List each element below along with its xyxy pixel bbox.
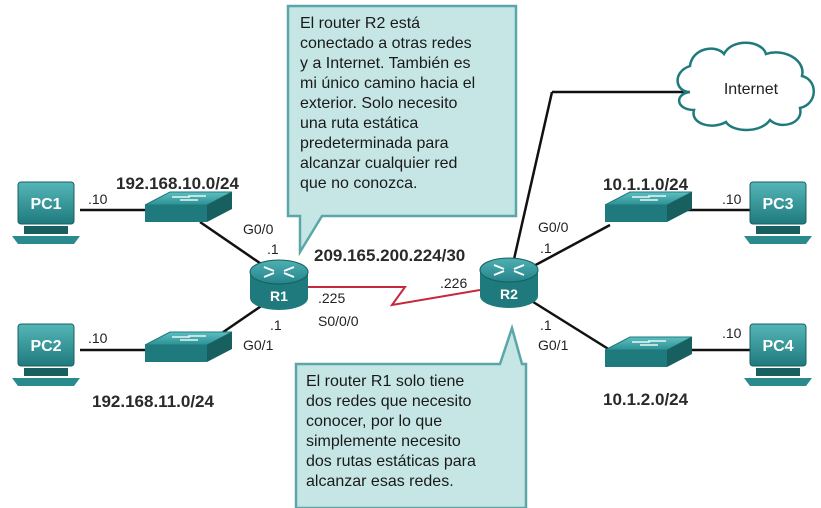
pc1-icon [12,181,80,244]
r1-s000-ip-label: .225 [318,290,346,306]
router-r1-label: R1 [270,288,288,304]
pc4-ip-label: .10 [722,325,742,341]
network-label-192-168-11: 192.168.11.0/24 [92,392,214,411]
callout-bottom-box [294,323,528,508]
internet-cloud-icon [676,41,815,132]
r1-g01-label: G0/1 [243,337,274,353]
pc3-icon [744,181,812,244]
switch2-icon [144,331,233,362]
r2-g01-ip-label: .1 [540,317,552,333]
pc1-label: PC1 [30,196,61,213]
r2-serial-ip-label: .226 [440,275,468,291]
pc2-icon [12,323,80,386]
link-r2-switch3 [529,223,611,270]
router-r2-icon [479,257,539,308]
network-label-10-1-2: 10.1.2.0/24 [603,390,689,409]
r1-g00-ip-label: .1 [267,241,279,257]
r1-g01-ip-label: .1 [270,317,282,333]
pc3-ip-label: .10 [722,191,742,207]
callout-bottom-text: El router R1 solo tiene dos redes que ne… [306,373,476,490]
switch4-icon [604,336,693,367]
router-r1-icon [249,259,309,310]
r1-s000-label: S0/0/0 [318,313,359,329]
network-label-wan: 209.165.200.224/30 [314,246,466,265]
pc1-ip-label: .10 [88,191,108,207]
serial-link-r1-r2 [300,286,481,307]
callout-top-text: El router R2 está conectado a otras rede… [300,15,476,192]
callout-top-box [286,4,518,257]
r2-g00-label: G0/0 [538,219,569,235]
pc2-label: PC2 [30,338,61,355]
pc3-label: PC3 [762,196,793,213]
pc4-label: PC4 [762,338,793,355]
cloud-label: Internet [724,81,779,98]
switch3-icon [604,191,693,222]
link-switch1-r1 [199,220,271,272]
pc4-icon [744,323,812,386]
r2-g01-label: G0/1 [538,337,569,353]
pc2-ip-label: .10 [88,330,108,346]
links [80,90,750,352]
network-label-192-168-10: 192.168.10.0/24 [116,174,239,193]
link-r2-switch4 [529,298,611,352]
link-r2-internet [510,91,554,269]
network-label-10-1-1: 10.1.1.0/24 [603,175,689,194]
r2-g00-ip-label: .1 [540,240,552,256]
r1-g00-label: G0/0 [243,221,274,237]
switch1-icon [144,191,233,222]
router-r2-label: R2 [500,286,518,302]
